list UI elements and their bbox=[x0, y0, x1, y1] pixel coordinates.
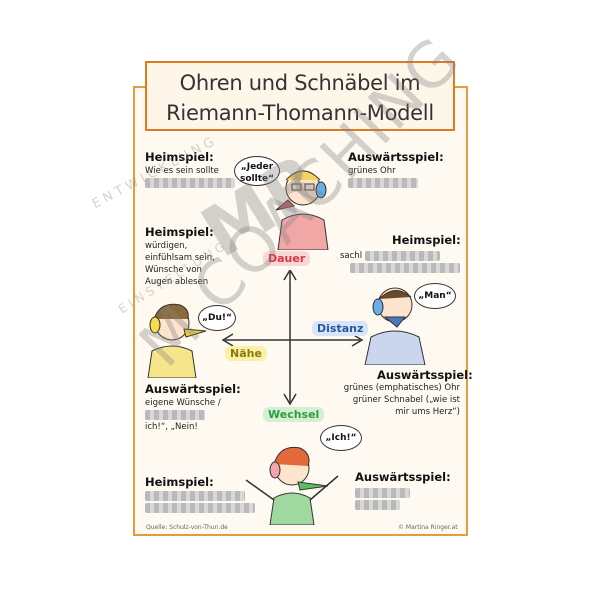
text-left-lower: eigene Wünsche / ich!“, „Nein! bbox=[145, 397, 221, 433]
bubble-dauer-line-1: „Jeder bbox=[240, 162, 274, 172]
distanz-figure-illustration bbox=[364, 287, 426, 365]
axis-label-wechsel: Wechsel bbox=[263, 407, 325, 422]
heading-right-lower: Auswärtsspiel: bbox=[377, 368, 473, 382]
text-right-mid: sachl bbox=[340, 250, 460, 274]
axis-label-distanz: Distanz bbox=[312, 321, 369, 336]
source-caption: Quelle: Schulz-von-Thun.de bbox=[146, 524, 228, 531]
left-mid-line-2: einfühlsam sein, bbox=[145, 253, 215, 263]
blurred-text bbox=[145, 502, 255, 513]
blurred-text bbox=[364, 250, 440, 261]
axis-cross bbox=[221, 270, 364, 406]
title-line-2: Riemann-Thomann-Modell bbox=[166, 101, 434, 125]
left-lower-line-3: ich!“, „Nein! bbox=[145, 422, 198, 432]
heading-left-mid: Heimspiel: bbox=[145, 225, 214, 239]
axis-label-dauer: Dauer bbox=[263, 251, 311, 266]
left-mid-line-1: würdigen, bbox=[145, 241, 188, 251]
blurred-text bbox=[145, 409, 205, 420]
text-bottom-left bbox=[145, 490, 255, 514]
heading-left-lower: Auswärtsspiel: bbox=[145, 382, 241, 396]
blurred-text bbox=[355, 499, 400, 510]
text-top-right: grünes Ohr bbox=[348, 165, 418, 189]
heading-top-left: Heimspiel: bbox=[145, 150, 214, 164]
speech-bubble-wechsel: „Ich!“ bbox=[320, 425, 362, 451]
dauer-figure-illustration bbox=[275, 170, 329, 250]
speech-bubble-distanz: „Man“ bbox=[414, 283, 456, 309]
naehe-figure-illustration bbox=[147, 303, 207, 378]
blurred-text bbox=[145, 490, 245, 501]
left-lower-line-1: eigene Wünsche / bbox=[145, 398, 221, 408]
text-right-mid-visible: sachl bbox=[340, 251, 363, 261]
copyright-caption: © Martina Ringer.at bbox=[398, 524, 458, 531]
right-lower-line-2: grüner Schnabel („wie ist bbox=[352, 395, 460, 405]
heading-bottom-right: Auswärtsspiel: bbox=[355, 470, 451, 484]
blurred-text bbox=[355, 487, 410, 498]
text-top-left-visible: Wie es sein sollte bbox=[145, 166, 219, 176]
left-mid-line-3: Wünsche von bbox=[145, 265, 202, 275]
title-line-1: Ohren und Schnäbel im bbox=[179, 71, 421, 95]
heading-right-mid: Heimspiel: bbox=[392, 233, 461, 247]
text-right-lower: grünes (emphatisches) Ohr grüner Schnabe… bbox=[320, 382, 460, 418]
blurred-text bbox=[350, 262, 460, 273]
bubble-dauer-line-2: sollte“ bbox=[239, 174, 275, 184]
axis-label-naehe: Nähe bbox=[225, 346, 267, 361]
text-top-right-visible: grünes Ohr bbox=[348, 166, 396, 176]
heading-top-right: Auswärtsspiel: bbox=[348, 150, 444, 164]
text-top-left: Wie es sein sollte bbox=[145, 165, 235, 189]
right-lower-line-3: mir ums Herz“) bbox=[395, 407, 460, 417]
right-lower-line-1: grünes (emphatisches) Ohr bbox=[343, 383, 460, 393]
wechsel-figure-illustration bbox=[245, 446, 339, 525]
heading-bottom-left: Heimspiel: bbox=[145, 475, 214, 489]
text-bottom-right bbox=[355, 487, 410, 511]
speech-bubble-naehe: „Du!“ bbox=[198, 305, 236, 331]
speech-bubble-dauer: „Jeder sollte“ bbox=[234, 156, 280, 186]
title-box: Ohren und Schnäbel im Riemann-Thomann-Mo… bbox=[145, 61, 455, 131]
blurred-text bbox=[348, 177, 418, 188]
blurred-text bbox=[145, 177, 235, 188]
text-left-mid: würdigen, einfühlsam sein, Wünsche von A… bbox=[145, 240, 215, 288]
left-mid-line-4: Augen ablesen bbox=[145, 277, 209, 287]
